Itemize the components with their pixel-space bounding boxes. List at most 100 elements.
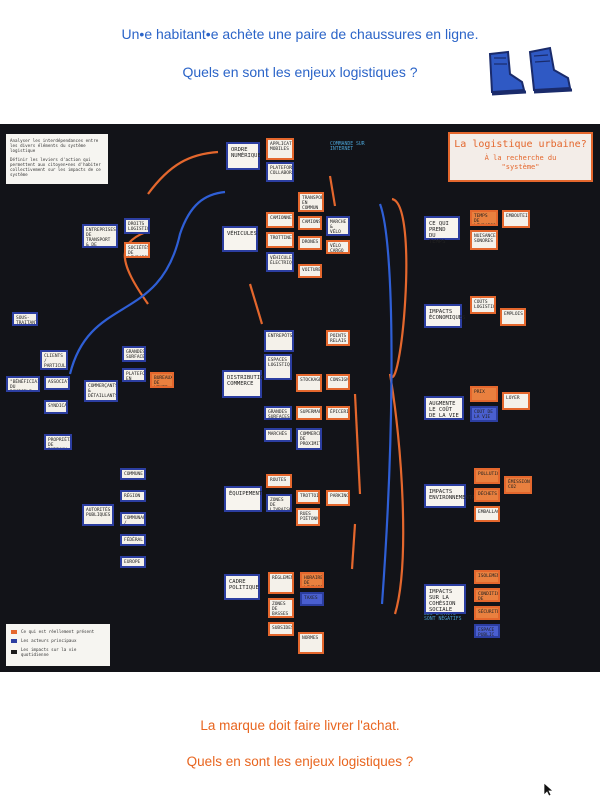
card-grocery: Épiceries xyxy=(326,406,350,420)
card-drones: Drones xyxy=(298,236,322,250)
card-large-stores: Grandes surfaces xyxy=(122,346,146,362)
impact-card-noise: Nuisances sonores xyxy=(470,230,498,250)
photo-board: Analyser les interdépendances entre les … xyxy=(0,124,600,672)
impact-card-jobs: Emplois xyxy=(500,308,526,326)
card-associations: Associations xyxy=(44,376,70,390)
impact-economic: Impacts économiques xyxy=(424,304,465,328)
card-commune: Commune xyxy=(120,468,146,480)
card-storage: Stockage xyxy=(296,374,322,392)
card-taxes: Taxes xyxy=(300,592,324,606)
board-title-card: La logistique urbaine? À la recherche du… xyxy=(448,132,593,182)
card-home-beneficiaries: "Bénéficiaires" du domicile xyxy=(6,376,40,392)
legend-swatch-orange xyxy=(11,629,17,634)
card-europe: Europe xyxy=(120,556,146,568)
card-electric-vehicles: Véhicules électriques xyxy=(266,252,294,272)
card-parkings: Parkings xyxy=(326,490,350,506)
impact-card-prices: Prix xyxy=(470,386,498,402)
impact-card-public-space: Espace public xyxy=(474,624,500,638)
impact-card-traffic: Embouteillages xyxy=(502,210,530,228)
legend-swatch-black xyxy=(11,650,17,654)
board-subtitle-2: "système" xyxy=(501,163,540,171)
cursor-icon xyxy=(543,782,554,796)
card-unions: Syndicats xyxy=(44,400,68,414)
card-standards: Normes xyxy=(298,632,324,654)
board-title: La logistique urbaine? xyxy=(454,139,587,150)
card-sales-offices: Bureaux de vente xyxy=(150,372,174,388)
card-lockers: Consignes xyxy=(326,374,350,390)
card-vans: Camionnettes xyxy=(266,212,294,228)
card-community: Communauté / fédéral xyxy=(120,512,146,526)
header-question-line-2: Quels en sont les enjeux logistiques ? xyxy=(182,64,418,80)
impact-card-packaging: Emballages xyxy=(474,506,500,522)
board-legend: Ce qui est réellement présent Les acteur… xyxy=(6,624,110,666)
category-vehicles: Véhicules xyxy=(222,226,258,252)
shoes-icon xyxy=(488,46,573,96)
card-walk-bike: Marche & vélo xyxy=(326,216,350,236)
card-warehouses: Entrepôts xyxy=(264,330,294,352)
impact-environment: Impacts environnementaux xyxy=(424,484,482,508)
footer-statement: La marque doit faire livrer l'achat. xyxy=(200,718,400,733)
objective-2: Définir les leviers d'action qui permett… xyxy=(10,156,101,178)
impact-card-waste: Déchets xyxy=(474,488,500,502)
card-federal: Fédéral xyxy=(120,534,146,546)
card-scooters: Trottinettes xyxy=(266,232,294,248)
card-cargo-bike: Vélo cargo xyxy=(326,240,350,254)
category-policy: Cadre politique xyxy=(224,574,260,600)
card-low-emission-zones: Zones de basses émissions xyxy=(268,598,294,618)
category-digital-order: Ordre numérique xyxy=(226,142,261,170)
impact-card-co2: Émissions CO2 xyxy=(504,476,532,494)
objective-1: Analyser les interdépendances entre les … xyxy=(10,138,99,154)
impact-card-pollution: Pollution xyxy=(474,468,500,484)
card-pickup-points: Points relais xyxy=(326,330,350,346)
impact-card-safety: Sécurité xyxy=(474,606,500,620)
card-delivery-companies: Sociétés de livraison xyxy=(124,242,150,258)
impact-card-working-conditions: Conditions de travail xyxy=(474,588,500,602)
impact-social: Impacts sur la cohésion sociale xyxy=(424,584,466,614)
legend-item-3: Les impacts sur la vie quotidienne xyxy=(20,647,77,657)
impact-card-living-cost: Coût de la vie xyxy=(470,406,498,422)
card-pedestrian-streets: Rues piétonnes xyxy=(296,508,320,526)
board-subtitle-1: À la recherche du xyxy=(484,154,557,162)
card-public-authorities: Autorités publiques xyxy=(82,504,114,526)
category-distribution: Distribution commerce xyxy=(222,370,267,398)
card-region: Région xyxy=(120,490,146,502)
impact-card-logistic-cost: Coûts logistiques xyxy=(470,296,496,314)
card-mobile-apps: Applications mobiles xyxy=(266,138,294,160)
card-trucks: Camions xyxy=(298,216,322,230)
card-transport-companies: Entreprises de transport & de logistique xyxy=(82,224,118,248)
board-arrows xyxy=(68,150,408,615)
impact-card-delivery-time: Temps de livraison xyxy=(470,210,498,226)
handnote-impacts: Les impacts sont négatifs xyxy=(424,612,462,622)
card-delivery-zones: Zones de livraison xyxy=(266,494,292,512)
legend-item-1: Ce qui est réellement présent xyxy=(21,629,95,634)
card-sidewalks: Trottoirs xyxy=(296,490,320,504)
card-markets: Marchés xyxy=(264,428,292,442)
card-clients: Clients / particuliers xyxy=(40,350,68,370)
card-delivery-hours: Horaires de livraison xyxy=(300,572,324,588)
card-office-owners: Propriétaires de bureaux xyxy=(44,434,72,450)
card-shopkeepers: Commerçants & détaillants xyxy=(84,380,118,402)
card-online-platforms: Plateformes en ligne xyxy=(122,368,146,382)
handnote-internet: Commande sur internet xyxy=(330,142,365,152)
header-question-line-1: Un•e habitant•e achète une paire de chau… xyxy=(121,26,479,42)
card-subcontractors: Sous-traitants xyxy=(12,312,38,326)
card-public-transport: Transports en commun xyxy=(298,192,324,212)
footer-question: Quels en sont les enjeux logistiques ? xyxy=(186,754,414,769)
card-cars: Voitures xyxy=(298,264,322,278)
legend-swatch-blue xyxy=(11,638,17,643)
impact-card-rent: Loyer xyxy=(502,392,530,410)
card-logistics-rights: Droits logistiques xyxy=(124,218,150,234)
card-supermarkets: Supermarchés xyxy=(296,406,322,420)
impact-cost-of-living: Augmente le coût de la vie xyxy=(424,396,464,420)
impact-card-isolation: Isolement xyxy=(474,570,500,584)
card-regulations: Règlementations xyxy=(268,572,294,594)
card-logistic-spaces: Espaces logistiques xyxy=(264,354,292,380)
card-roads: Routes xyxy=(266,474,292,488)
board-objectives-note: Analyser les interdépendances entre les … xyxy=(6,134,108,184)
legend-item-2: Les acteurs principaux xyxy=(21,638,77,643)
card-collab-platforms: Plateformes collaboratives xyxy=(266,162,294,182)
card-local-shops: Commerces de proximité xyxy=(296,428,322,450)
card-large-surfaces: Grandes surfaces xyxy=(264,406,292,420)
category-equipment: Équipement xyxy=(224,486,262,512)
card-subsidies: Subsides xyxy=(268,622,294,636)
